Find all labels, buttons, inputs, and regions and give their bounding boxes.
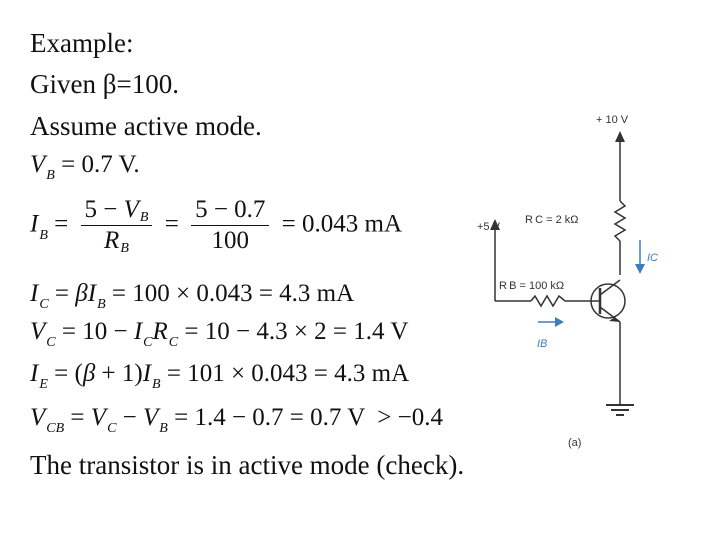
ib-arrow (538, 317, 564, 327)
ib-label: IB (537, 338, 547, 350)
ib-equation: IB = 5 − VB RB = 5 − 0.7 100 = 0.043 mA (30, 196, 403, 256)
vcc-label: + 10 V (596, 114, 629, 126)
rb-label: R B = 100 kΩ (499, 280, 564, 292)
rc-resistor (613, 200, 627, 242)
ib-fraction-2: 5 − 0.7 100 (191, 196, 270, 256)
vbb-label: +5 V (477, 221, 501, 233)
vb-equation: VB = 0.7 V. (30, 151, 140, 183)
assume-active-line: Assume active mode. (30, 111, 262, 141)
ic-label: IC (647, 252, 658, 264)
ic-equation: IC = βIB = 100 × 0.043 = 4.3 mA (30, 280, 355, 312)
example-heading: Example: (30, 28, 134, 58)
rc-label: R C = 2 kΩ (525, 214, 579, 226)
vc-equation: VC = 10 − ICRC = 10 − 4.3 × 2 = 1.4 V (30, 318, 409, 350)
ib-fraction-1: 5 − VB RB (80, 196, 153, 256)
ie-equation: IE = (β + 1)IB = 101 × 0.043 = 4.3 mA (30, 360, 410, 392)
bjt-circuit-diagram: + 10 V +5 V R C = 2 kΩ R B = 100 kΩ IC I… (477, 114, 658, 449)
conclusion-line: The transistor is in active mode (check)… (30, 450, 465, 480)
given-beta-line: Given β=100. (30, 69, 179, 99)
figure-caption: (a) (568, 437, 581, 449)
vcc-arrow (615, 131, 625, 142)
ic-arrow (635, 240, 645, 274)
vcb-equation: VCB = VC − VB = 1.4 − 0.7 = 0.7 V > −0.4 (30, 404, 444, 436)
vbb-arrow (490, 219, 500, 230)
rb-resistor (530, 294, 566, 308)
